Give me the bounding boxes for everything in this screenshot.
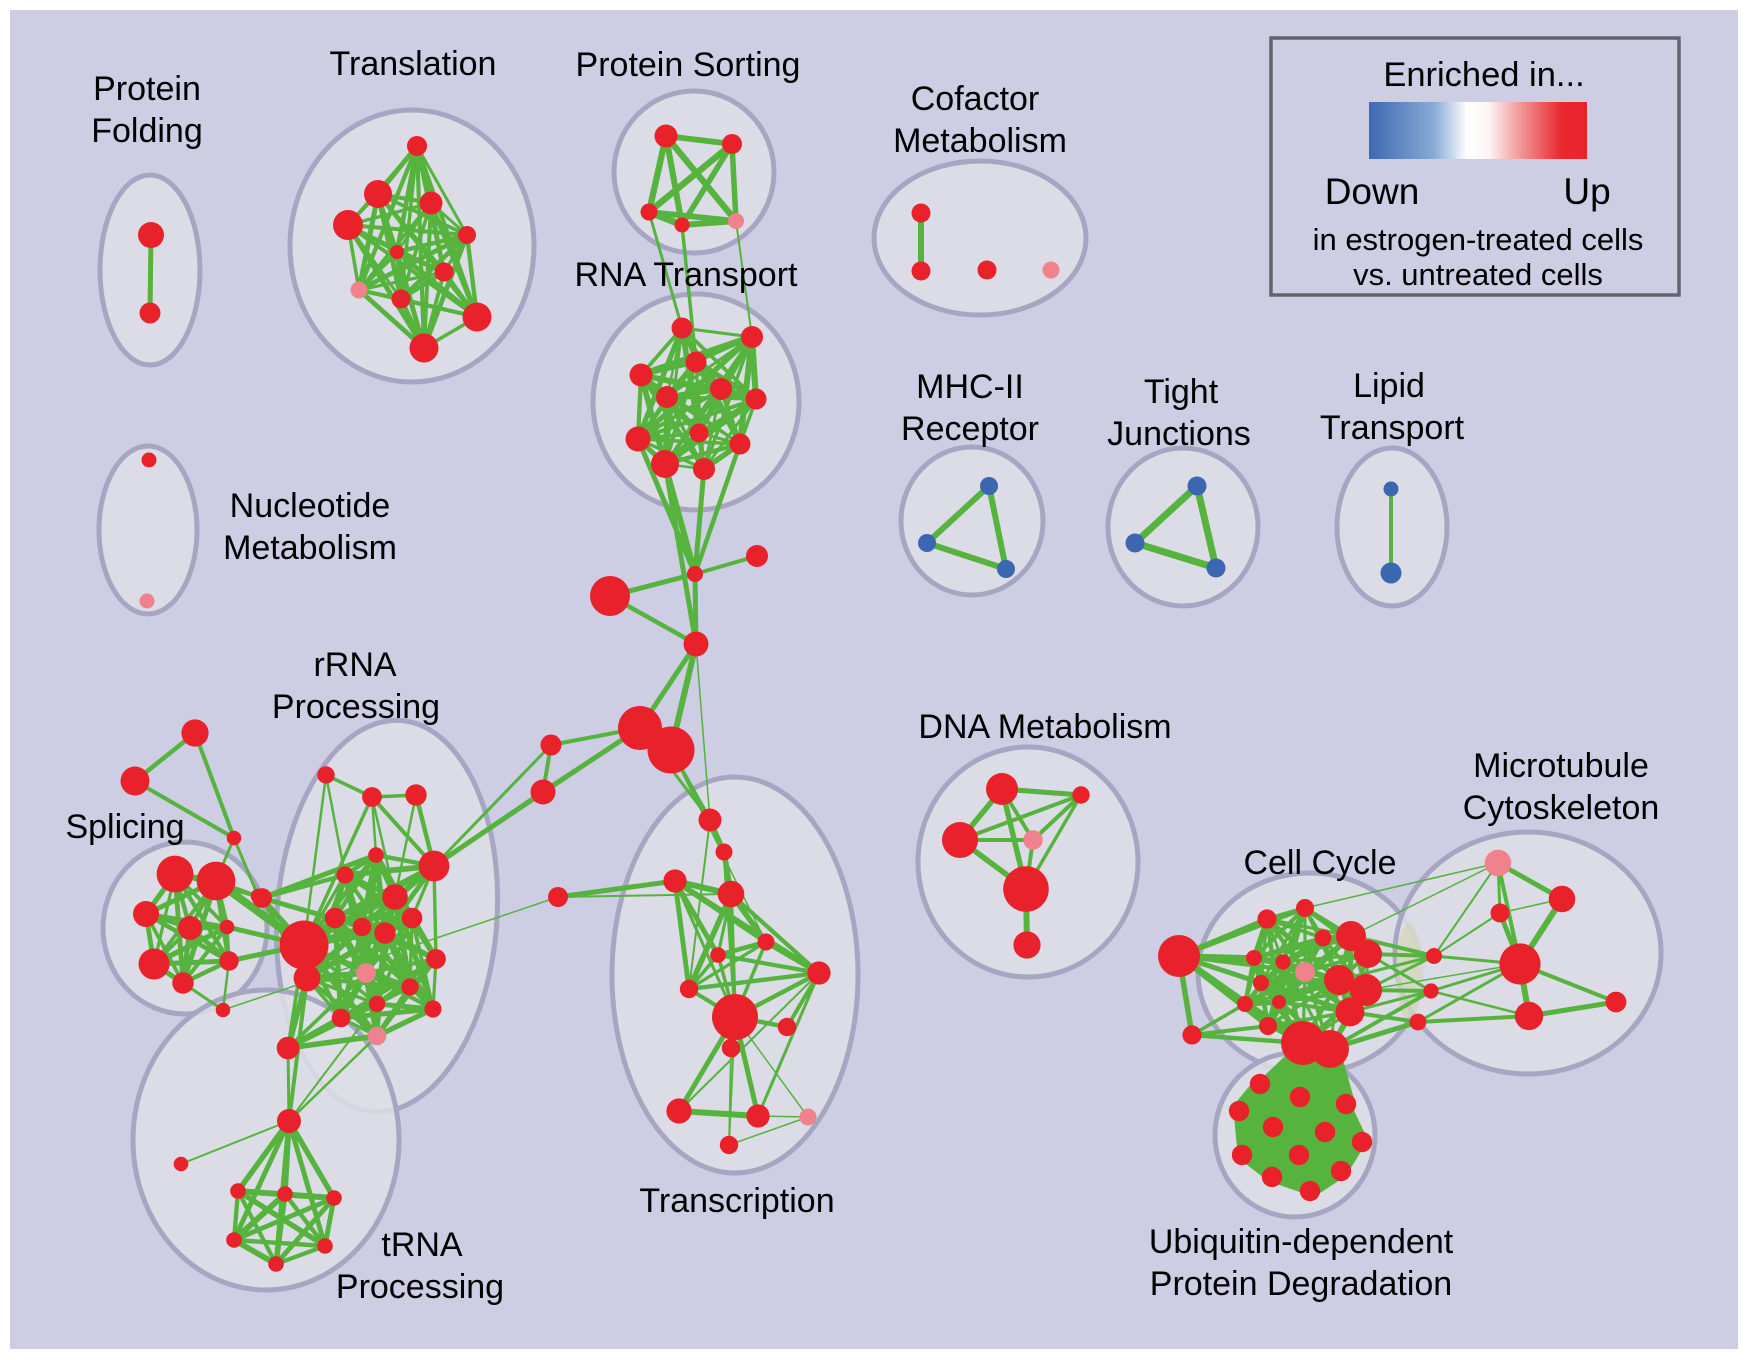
svg-text:Transcription: Transcription (639, 1182, 834, 1220)
svg-text:MHC-II: MHC-II (916, 368, 1024, 406)
svg-text:Processing: Processing (336, 1268, 504, 1306)
svg-text:Protein: Protein (93, 70, 201, 108)
svg-text:Transport: Transport (1320, 409, 1465, 447)
svg-text:Splicing: Splicing (65, 808, 184, 846)
svg-text:Down: Down (1325, 171, 1420, 212)
svg-text:Metabolism: Metabolism (893, 122, 1067, 160)
svg-text:Metabolism: Metabolism (223, 529, 397, 567)
svg-text:rRNA: rRNA (313, 646, 396, 684)
svg-text:RNA Transport: RNA Transport (575, 256, 799, 294)
svg-text:Processing: Processing (272, 688, 440, 726)
svg-text:Enriched in...: Enriched in... (1383, 56, 1584, 94)
svg-text:Tight: Tight (1144, 373, 1219, 411)
svg-text:Nucleotide: Nucleotide (230, 487, 391, 525)
svg-text:Microtubule: Microtubule (1473, 747, 1649, 785)
svg-text:Protein Sorting: Protein Sorting (576, 46, 801, 84)
svg-text:Up: Up (1563, 171, 1610, 212)
svg-text:Translation: Translation (330, 45, 497, 83)
svg-text:vs. untreated cells: vs. untreated cells (1353, 257, 1603, 292)
svg-text:Lipid: Lipid (1353, 367, 1425, 405)
svg-text:tRNA: tRNA (381, 1226, 463, 1264)
svg-text:Cell Cycle: Cell Cycle (1243, 844, 1396, 882)
svg-text:Cofactor: Cofactor (911, 80, 1040, 118)
svg-text:Ubiquitin-dependent: Ubiquitin-dependent (1149, 1223, 1454, 1261)
svg-text:Folding: Folding (91, 112, 203, 150)
svg-text:Junctions: Junctions (1107, 415, 1251, 453)
svg-text:DNA Metabolism: DNA Metabolism (918, 708, 1171, 746)
svg-text:Receptor: Receptor (901, 410, 1039, 448)
svg-text:in estrogen-treated cells: in estrogen-treated cells (1313, 222, 1644, 257)
svg-text:Cytoskeleton: Cytoskeleton (1463, 789, 1660, 827)
svg-text:Protein Degradation: Protein Degradation (1150, 1265, 1452, 1303)
